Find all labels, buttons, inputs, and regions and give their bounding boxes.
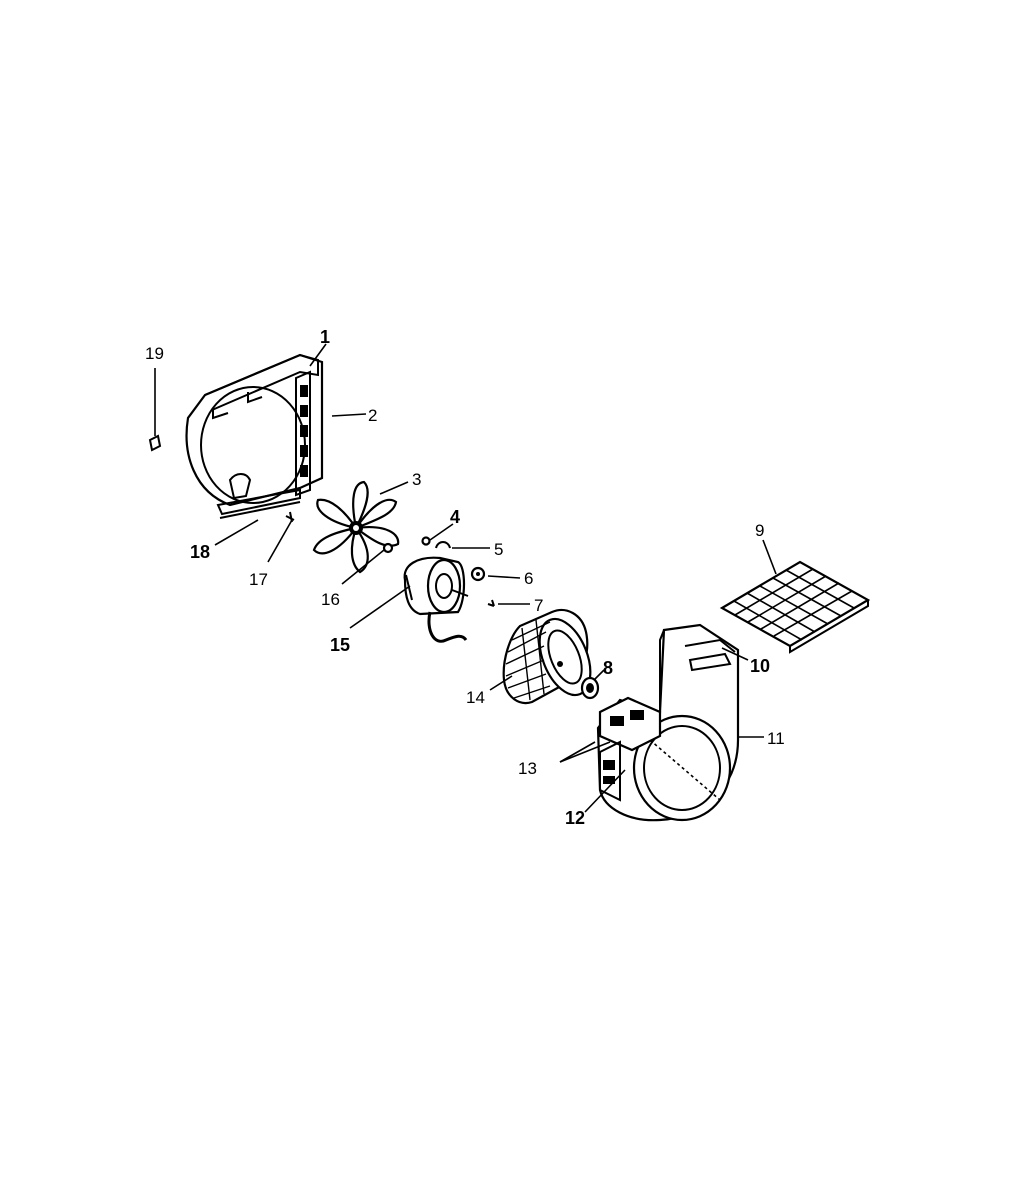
callout-14: 14 xyxy=(466,688,485,707)
callout-13: 13 xyxy=(518,759,537,778)
callout-12: 12 xyxy=(565,808,585,828)
fan-blade xyxy=(312,480,400,574)
clip-part-19 xyxy=(148,434,162,452)
callout-5: 5 xyxy=(494,540,503,559)
callout-17: 17 xyxy=(249,570,268,589)
callout-labels: 19 1 2 3 4 5 6 7 8 9 10 11 12 13 14 15 1… xyxy=(145,327,785,828)
callout-7: 7 xyxy=(534,596,543,615)
blower-scroll-housing xyxy=(596,623,740,822)
small-hardware xyxy=(421,536,495,607)
callout-10: 10 xyxy=(750,656,770,676)
callout-11: 11 xyxy=(767,729,785,748)
callout-16: 16 xyxy=(321,590,340,609)
condenser-shroud xyxy=(185,353,324,519)
leader-lines xyxy=(154,343,777,813)
spring-clip xyxy=(580,676,600,700)
callout-1: 1 xyxy=(320,327,330,347)
air-filter-grille xyxy=(719,560,871,654)
blower-wheel xyxy=(502,608,592,705)
callout-18: 18 xyxy=(190,542,210,562)
callout-4: 4 xyxy=(450,507,460,527)
callout-2: 2 xyxy=(368,406,377,425)
callout-8: 8 xyxy=(603,658,613,678)
callout-6: 6 xyxy=(524,569,533,588)
callout-15: 15 xyxy=(330,635,350,655)
screw-part-17 xyxy=(285,511,295,523)
fan-motor xyxy=(382,542,469,643)
callout-19: 19 xyxy=(145,344,164,363)
callout-9: 9 xyxy=(755,521,764,540)
callout-3: 3 xyxy=(412,470,421,489)
